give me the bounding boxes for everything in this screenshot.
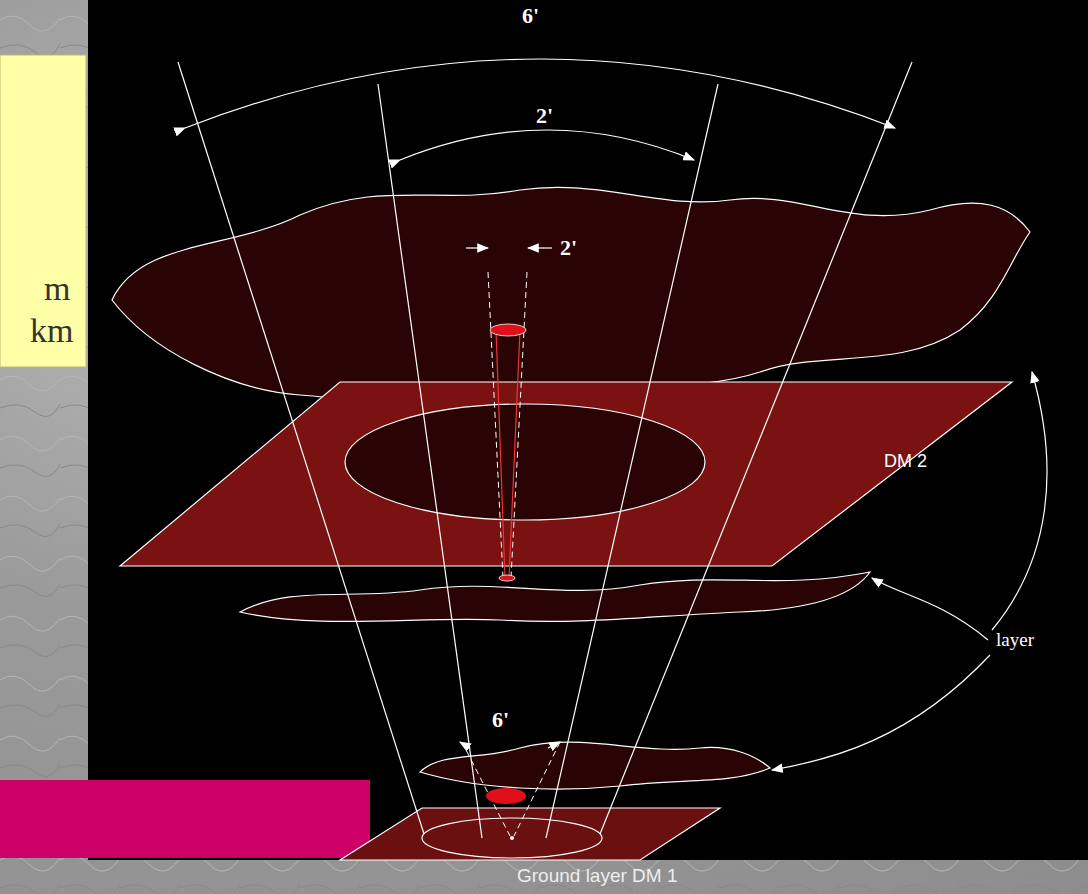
angle-label: 6' [522, 4, 539, 28]
angle-label: 2' [536, 104, 553, 128]
angle-arrow [460, 742, 470, 748]
angle-arc [185, 59, 895, 128]
angle-label: 6' [492, 708, 509, 732]
layer-label: layer [996, 630, 1034, 651]
magenta-bar [0, 780, 370, 858]
mirror-label: Ground layer DM 1 [517, 866, 678, 887]
star-beam [509, 330, 520, 578]
dm1-footprint [422, 818, 602, 858]
beam-section [499, 575, 515, 581]
angle-arrow [548, 742, 560, 748]
field-ray [378, 84, 482, 838]
angle-arrow [528, 247, 552, 248]
star-beam [514, 742, 560, 836]
leader-line [992, 372, 1047, 630]
star-beam [511, 272, 527, 578]
angle-label: 2' [560, 236, 577, 260]
beam-section [486, 788, 526, 804]
dm2-plane [120, 382, 1012, 566]
angle-arrow [466, 247, 488, 248]
leader-line [772, 655, 990, 770]
middle-turbulence-layer [240, 572, 870, 621]
field-ray [600, 62, 912, 834]
field-ray [546, 84, 718, 838]
field-ray [178, 62, 424, 834]
black-panel [88, 0, 1088, 860]
beam-section [490, 324, 526, 336]
leader-line [872, 578, 988, 640]
mirror-label: DM 2 [884, 452, 927, 472]
cut-text: km [30, 312, 73, 349]
angle-arc [400, 130, 694, 160]
star-beam [488, 272, 503, 578]
star-beam [496, 330, 505, 578]
dm1-plane [340, 808, 720, 860]
note-box [0, 55, 86, 367]
dm2-footprint [345, 404, 705, 520]
telescope-point [510, 836, 514, 840]
cut-text: m [44, 270, 70, 307]
upper-turbulence-layer [112, 187, 1030, 408]
